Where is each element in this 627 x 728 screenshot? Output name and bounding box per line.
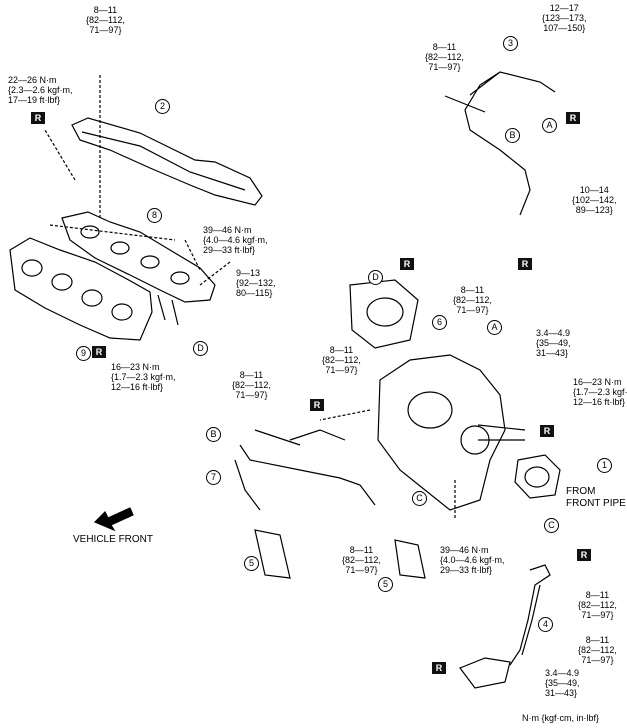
ref-A-turbo: A — [487, 320, 502, 335]
callout-8: 8 — [147, 208, 162, 223]
from-front-pipe-label: FROM FRONT PIPE — [566, 486, 626, 509]
oil-pipe — [464, 71, 556, 216]
replace-badge: R — [518, 258, 532, 270]
replace-badge: R — [310, 399, 324, 411]
callout-6: 6 — [432, 315, 447, 330]
heat-insulator-upper — [71, 117, 263, 206]
callout-2: 2 — [155, 99, 170, 114]
exhaust-manifold — [61, 211, 216, 303]
torque-spec: 8—11 {82—112, 71—97} — [425, 42, 464, 72]
ref-D-manifold: D — [193, 341, 208, 356]
callout-3: 3 — [503, 36, 518, 51]
torque-spec: 8—11 {82—112, 71—97} — [322, 345, 361, 375]
torque-spec: 10—14 {102—142, 89—123} — [572, 185, 617, 215]
torque-spec: 12—17 {123—173, 107—150} — [542, 3, 587, 33]
replace-badge: R — [577, 549, 591, 561]
torque-spec: 8—11 {82—112, 71—97} — [578, 590, 617, 620]
torque-spec: 3.4—4.9 {35—49, 31—43} — [536, 328, 571, 358]
ref-A-top: A — [542, 118, 557, 133]
vehicle-front-label: VEHICLE FRONT — [73, 534, 154, 545]
torque-spec: 8—11 {82—112, 71—97} — [232, 370, 271, 400]
torque-spec: 3.4—4.9 {35—49, 31—43} — [545, 668, 580, 698]
callout-7: 7 — [206, 470, 221, 485]
vehicle-front-arrow — [93, 507, 134, 532]
ref-C-turbo: C — [412, 491, 427, 506]
callout-9: 9 — [76, 346, 91, 361]
torque-spec: 8—11 {82—112, 71—97} — [578, 635, 617, 665]
replace-badge: R — [540, 425, 554, 437]
hose-left — [254, 529, 291, 579]
callout-5-right: 5 — [378, 577, 393, 592]
torque-spec: 39—46 N·m {4.0—4.6 kgf·m, 29—33 ft·lbf} — [440, 545, 505, 575]
callout-1: 1 — [597, 458, 612, 473]
ref-D-gasket: D — [368, 270, 383, 285]
torque-spec: 16—23 N·m {1.7—2.3 kgf·m, 12—16 ft·lbf} — [573, 377, 627, 407]
torque-spec: 8—11 {82—112, 71—97} — [453, 285, 492, 315]
ref-B-top: B — [505, 128, 520, 143]
units-note: N·m {kgf·cm, in·lbf} — [522, 713, 600, 723]
replace-badge: R — [31, 112, 45, 124]
oil-return-pipe — [509, 564, 551, 666]
callout-5-left: 5 — [244, 556, 259, 571]
front-pipe-gasket — [514, 454, 561, 499]
water-pipe — [234, 429, 376, 511]
torque-spec: 16—23 N·m {1.7—2.3 kgf·m, 12—16 ft·lbf} — [111, 362, 176, 392]
replace-badge: R — [566, 112, 580, 124]
ref-C-pipe: C — [544, 518, 559, 533]
replace-badge: R — [92, 346, 106, 358]
torque-spec: 39—46 N·m {4.0—4.6 kgf·m, 29—33 ft·lbf} — [203, 225, 268, 255]
callout-4: 4 — [538, 617, 553, 632]
torque-spec: 8—11 {82—112, 71—97} — [86, 5, 125, 35]
replace-badge: R — [400, 258, 414, 270]
hose-right — [394, 539, 426, 579]
torque-spec: 9—13 {92—132, 80—115} — [236, 268, 276, 298]
replace-badge: R — [432, 662, 446, 674]
manifold-gasket — [9, 237, 153, 341]
torque-spec: 8—11 {82—112, 71—97} — [342, 545, 381, 575]
turbocharger — [377, 354, 506, 511]
torque-spec: 22—26 N·m {2.3—2.6 kgf·m, 17—19 ft·lbf} — [8, 75, 73, 105]
ref-B-pipe: B — [206, 427, 221, 442]
turbo-gasket — [349, 279, 419, 349]
